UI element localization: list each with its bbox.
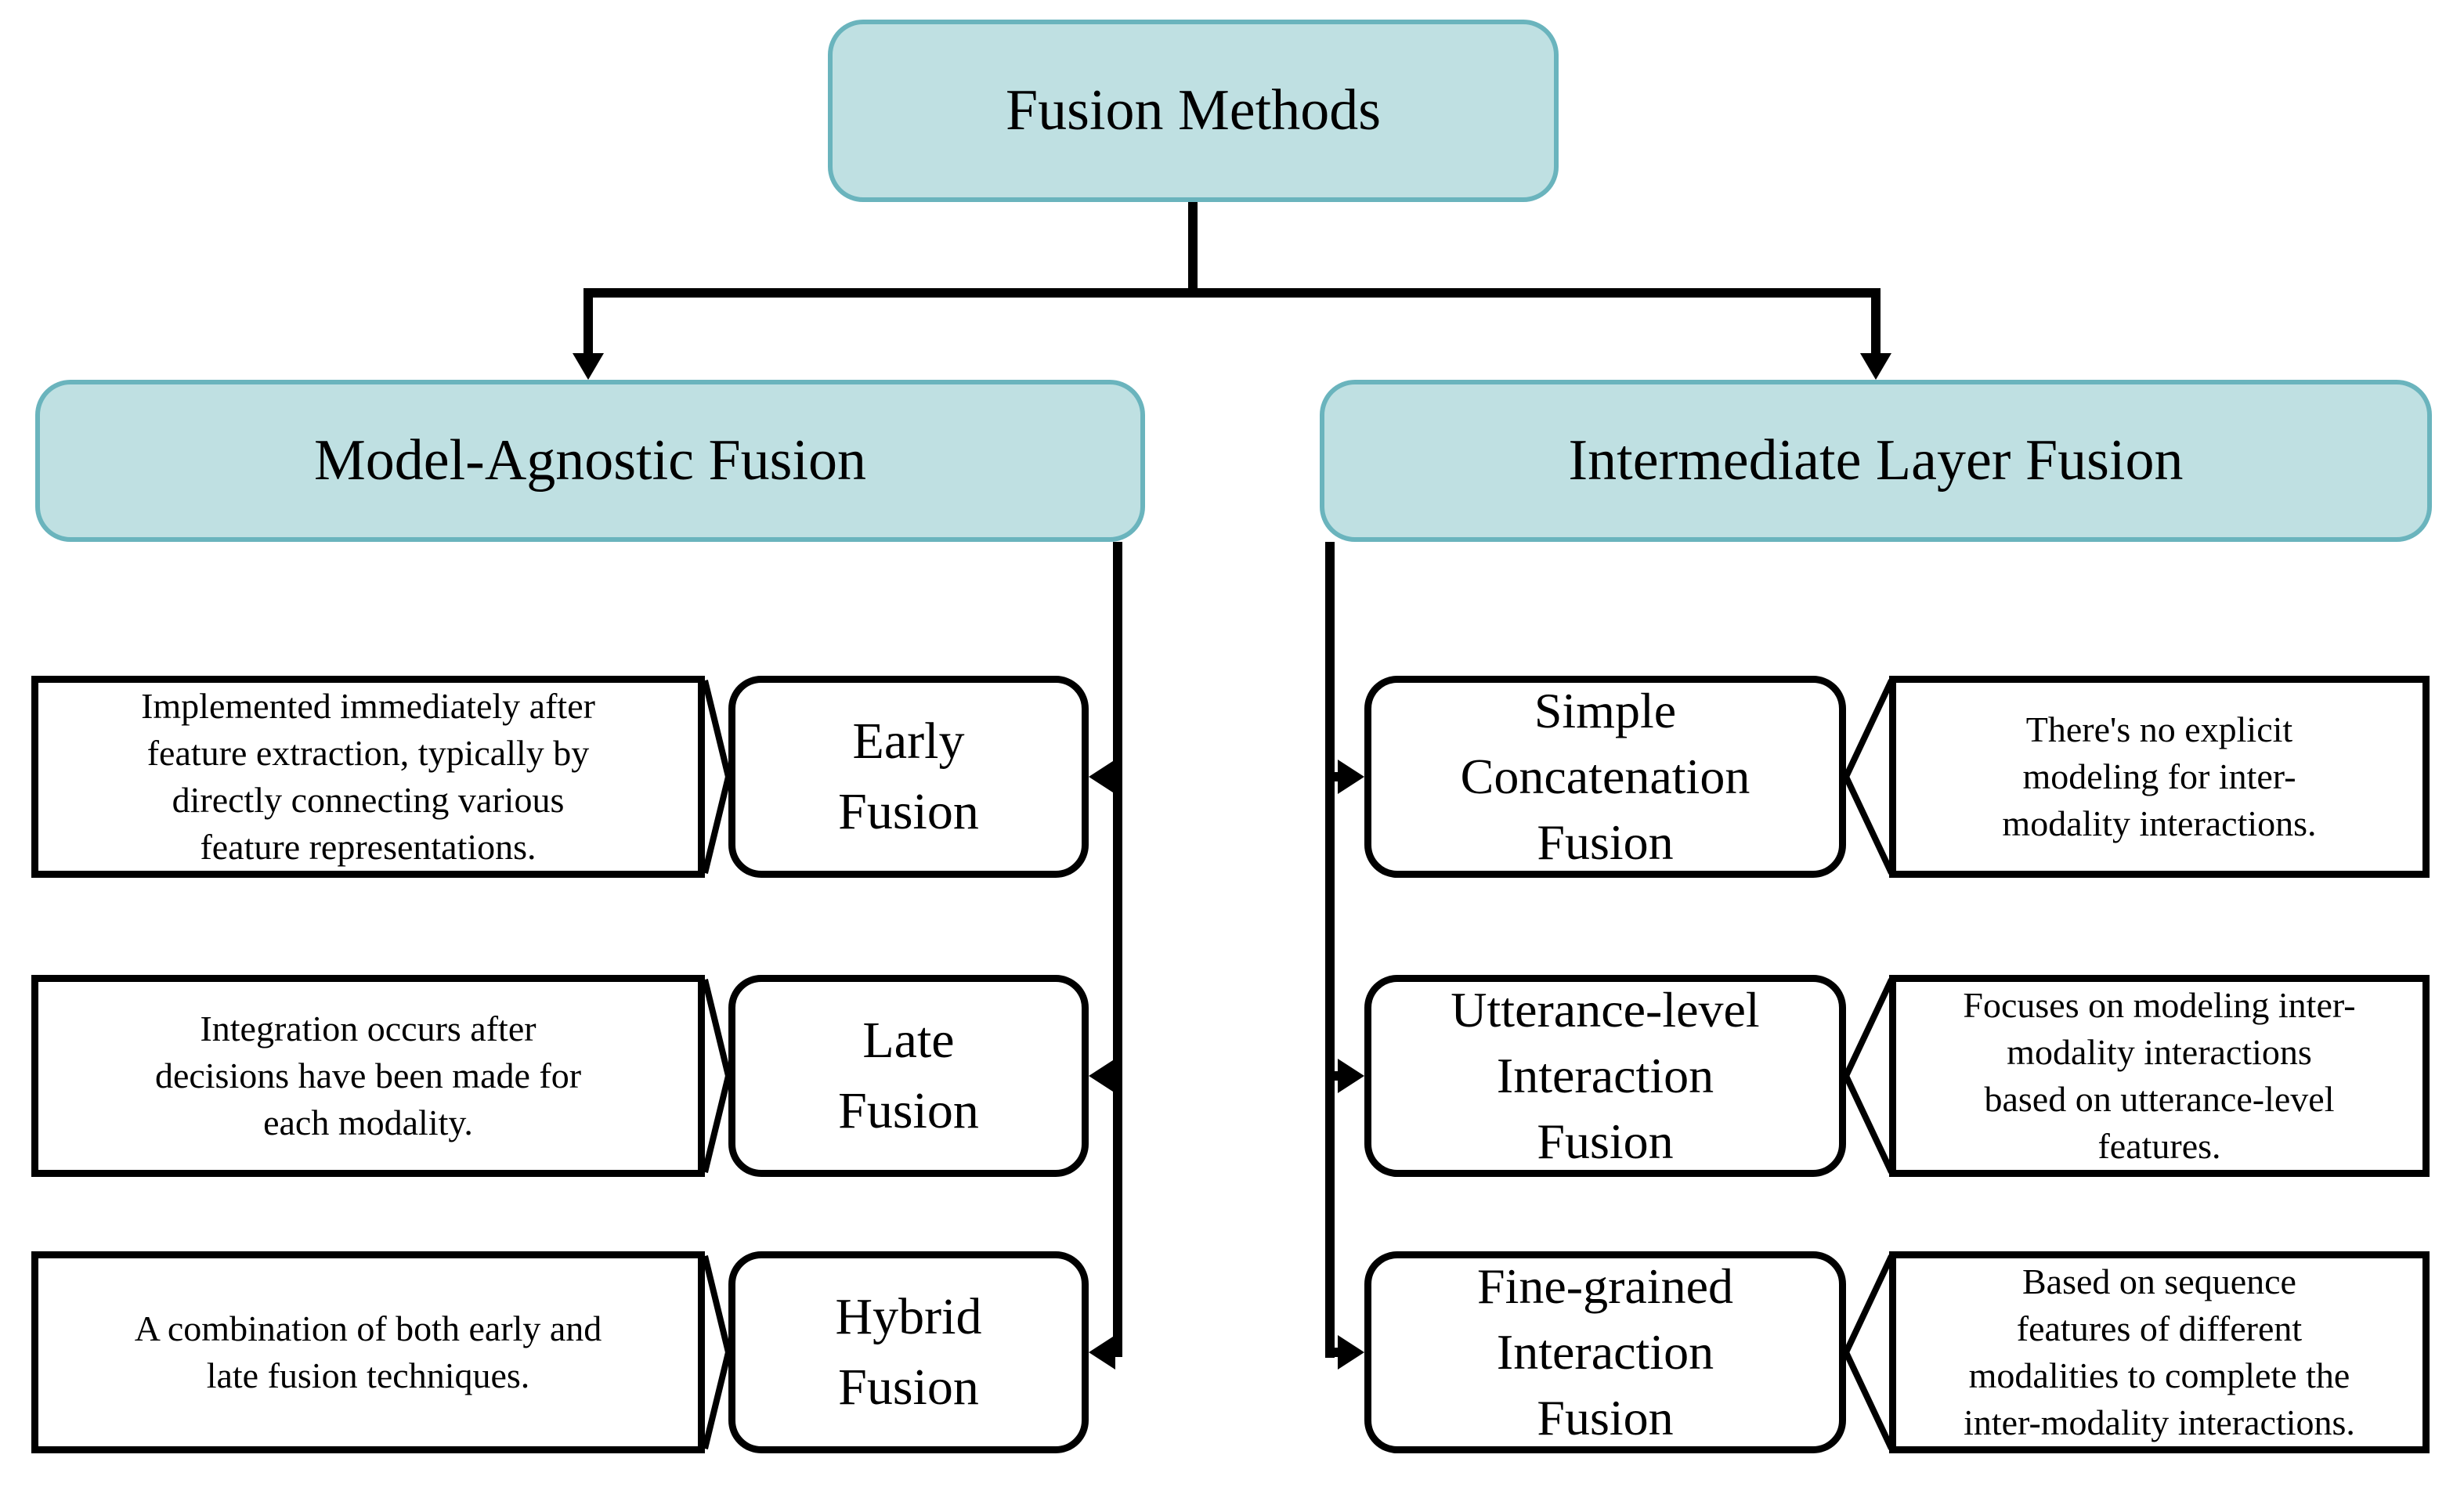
desc-text: Based on sequence features of different … [1964,1261,2355,1442]
desc-text: Integration occurs after decisions have … [154,1009,582,1142]
desc-node-hybrid-fusion: A combination of both early and late fus… [31,1251,705,1453]
child-node-utterance-level-interaction-fusion: Utterance-level Interaction Fusion [1364,975,1846,1177]
pointer-chevron-late-icon [702,979,732,1173]
desc-node-simple-concatenation-fusion: There's no explicit modeling for inter- … [1889,676,2430,878]
branch-node-intermediate-layer: Intermediate Layer Fusion [1320,380,2432,542]
arrow-left-hybrid-icon [1089,1335,1115,1370]
pointer-chevron-simple-icon [1843,679,1895,875]
desc-node-fine-grained-interaction-fusion: Based on sequence features of different … [1889,1251,2430,1453]
desc-node-utterance-level-interaction-fusion: Focuses on modeling inter- modality inte… [1889,975,2430,1177]
desc-text: A combination of both early and late fus… [134,1308,602,1395]
drop-right-line [1871,288,1881,354]
arrow-left-early-icon [1089,760,1115,794]
child-node-early-fusion: Early Fusion [728,676,1089,878]
arrow-left-late-icon [1089,1059,1115,1093]
desc-node-late-fusion: Integration occurs after decisions have … [31,975,705,1177]
pointer-chevron-hybrid-icon [702,1255,732,1449]
branch-node-label: Intermediate Layer Fusion [1568,428,2184,493]
right-branch-rail-line [1325,542,1335,1358]
desc-node-early-fusion: Implemented immediately after feature ex… [31,676,705,878]
arrow-right-utterance-icon [1338,1059,1364,1093]
child-node-late-fusion: Late Fusion [728,975,1089,1177]
arrow-down-left-icon [573,353,604,380]
child-node-label: Early Fusion [838,713,979,840]
drop-left-line [583,288,593,354]
child-node-label: Late Fusion [838,1012,979,1139]
desc-text: Implemented immediately after feature ex… [141,686,595,867]
pointer-chevron-early-icon [702,680,732,874]
child-node-label: Simple Concatenation Fusion [1460,683,1750,870]
pointer-chevron-utterance-icon [1843,978,1895,1174]
desc-text: There's no explicit modeling for inter- … [2002,709,2317,843]
child-node-label: Fine-grained Interaction Fusion [1477,1258,1733,1445]
child-node-hybrid-fusion: Hybrid Fusion [728,1251,1089,1453]
branch-node-label: Model-Agnostic Fusion [313,428,867,493]
desc-text: Focuses on modeling inter- modality inte… [1963,985,2356,1166]
pointer-chevron-finegrained-icon [1843,1254,1895,1450]
child-node-label: Hybrid Fusion [835,1288,982,1416]
trunk-line [1188,202,1198,293]
left-branch-rail-line [1113,542,1122,1357]
root-node-label: Fusion Methods [1005,78,1381,143]
root-node-fusion-methods: Fusion Methods [828,20,1559,202]
child-node-fine-grained-interaction-fusion: Fine-grained Interaction Fusion [1364,1251,1846,1453]
child-node-simple-concatenation-fusion: Simple Concatenation Fusion [1364,676,1846,878]
branch-bar [583,288,1881,298]
branch-node-model-agnostic: Model-Agnostic Fusion [35,380,1145,542]
arrow-down-right-icon [1860,353,1891,380]
child-node-label: Utterance-level Interaction Fusion [1451,982,1760,1169]
arrow-right-finegrained-icon [1338,1335,1364,1370]
arrow-right-simple-icon [1338,760,1364,794]
